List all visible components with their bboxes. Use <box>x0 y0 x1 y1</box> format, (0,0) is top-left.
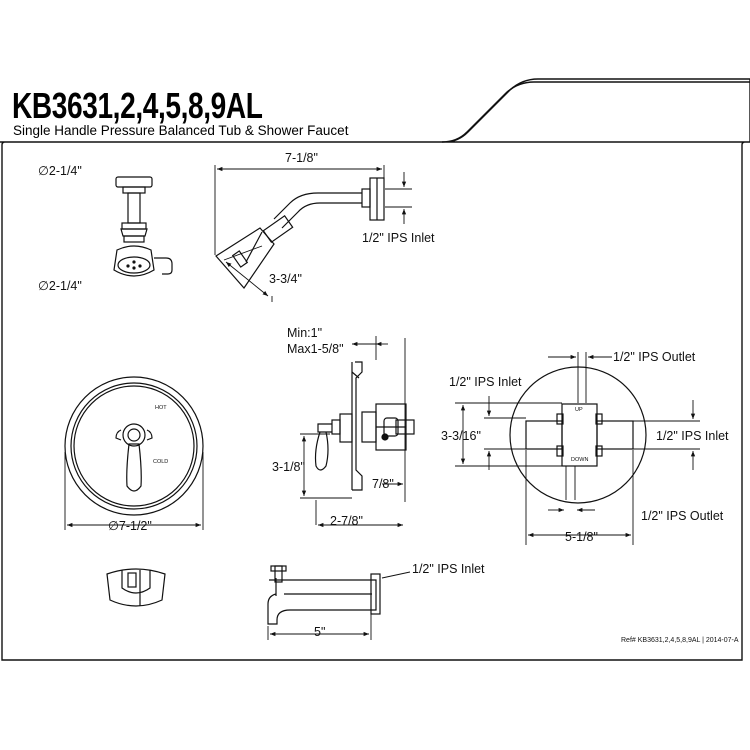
tab-top <box>441 81 750 143</box>
min-depth-label: Min:1" <box>287 326 323 340</box>
trim-plate-front-view <box>64 376 204 516</box>
arm-inlet-label: 1/2" IPS Inlet <box>362 231 435 245</box>
trim-dim-lines <box>64 452 204 530</box>
showerhead-diameter-top-label: ∅2-1/4" <box>38 164 82 178</box>
reference-footer: Ref# KB3631,2,4,5,8,9AL | 2014-07-A <box>621 637 739 644</box>
spout-length-label: 5" <box>314 625 326 639</box>
model-title: KB3631,2,4,5,8,9AL <box>12 85 263 126</box>
arm-length-label: 7-1/8" <box>285 151 318 165</box>
valve-height-label: 3-1/8" <box>272 460 305 474</box>
up-marking: UP <box>575 407 583 413</box>
spout-front-view <box>106 568 166 607</box>
product-description: Single Handle Pressure Balanced Tub & Sh… <box>13 123 349 138</box>
valve-side-view <box>314 361 415 491</box>
trim-diameter-label: ∅7-1/2" <box>108 519 152 533</box>
valve-inlet-right-label: 1/2" IPS Inlet <box>656 429 729 443</box>
valve-height-3316-label: 3-3/16" <box>441 429 481 443</box>
hot-marking: HOT <box>155 405 167 411</box>
down-marking: DOWN <box>571 457 589 463</box>
valve-outlet-bottom-label: 1/2" IPS Outlet <box>641 509 724 523</box>
shower-dim-lines <box>214 165 412 302</box>
valve-inlet-left-label: 1/2" IPS Inlet <box>449 375 522 389</box>
spout-dim-lines <box>267 571 411 640</box>
max-depth-label: Max1-5/8" <box>287 342 344 356</box>
cold-marking: COLD <box>153 459 169 465</box>
valve-depth-278-label: 2-7/8" <box>330 514 363 528</box>
showerhead-diameter-bottom-label: ∅2-1/4" <box>38 279 82 293</box>
spout-side-view <box>267 565 381 625</box>
arm-drop-label: 3-3/4" <box>269 272 302 286</box>
valve-depth-78-label: 7/8" <box>372 477 394 491</box>
spout-inlet-label: 1/2" IPS Inlet <box>412 562 485 576</box>
valve-outlet-top-label: 1/2" IPS Outlet <box>613 350 696 364</box>
valve-side-dim-lines <box>300 336 406 528</box>
valve-width-label: 5-1/8" <box>565 530 598 544</box>
valve-front-dim-lines <box>455 352 700 545</box>
showerhead-front-view <box>113 176 173 277</box>
